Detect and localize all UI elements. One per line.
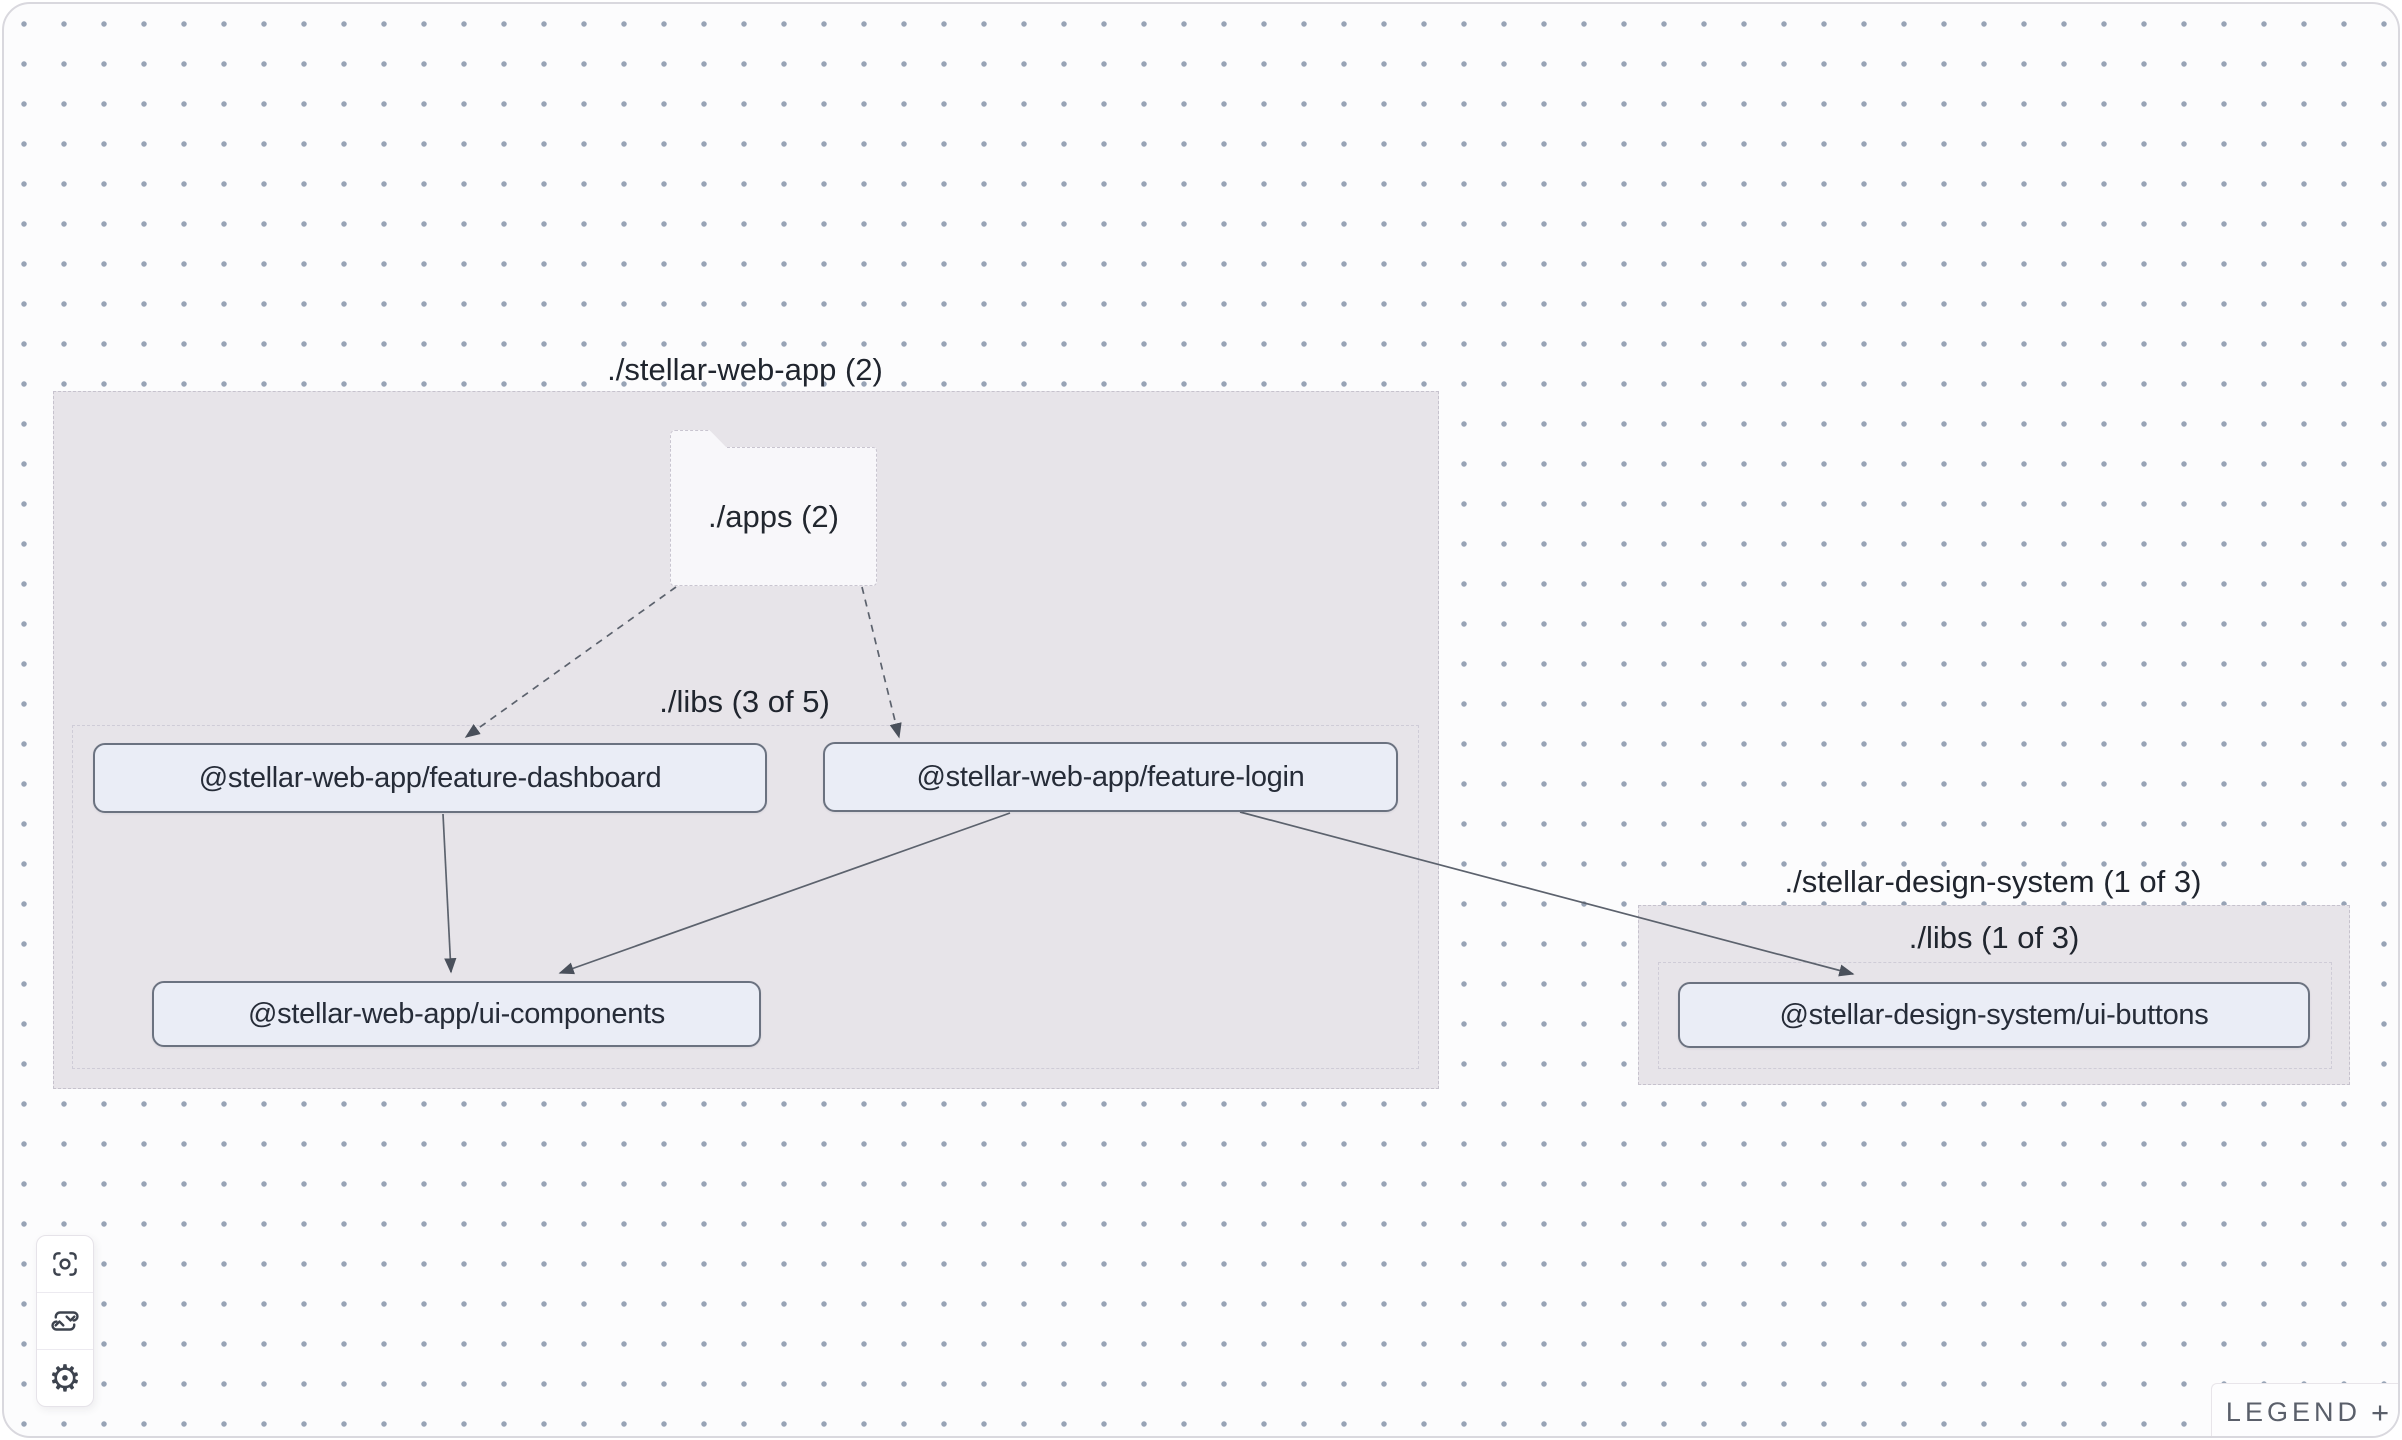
legend-toggle[interactable]: LEGEND + [2211,1383,2398,1436]
focus-icon [53,1252,77,1276]
folder-node-apps[interactable]: ./apps (2) [670,447,877,586]
project-node-label: @stellar-web-app/feature-login [916,760,1305,793]
project-node-feature-dashboard[interactable]: @stellar-web-app/feature-dashboard [93,743,767,813]
legend-label: LEGEND [2225,1397,2361,1427]
folder-node-label: ./apps (2) [708,498,839,534]
project-node-ui-components[interactable]: @stellar-web-app/ui-components [152,981,761,1047]
group-label-stellar-web-app: ./stellar-web-app (2) [607,352,883,387]
project-node-label: @stellar-design-system/ui-buttons [1779,998,2209,1031]
settings-button[interactable]: ⚙ [37,1349,93,1406]
subgroup-design-system-libs [1658,962,2332,1069]
plus-icon: + [2370,1394,2390,1430]
subgroup-label-web-app-libs: ./libs (3 of 5) [659,684,830,719]
gear-icon: ⚙ [48,1356,82,1400]
group-label-stellar-design-system: ./stellar-design-system (1 of 3) [1784,864,2202,899]
project-node-feature-login[interactable]: @stellar-web-app/feature-login [823,742,1398,812]
project-node-label: @stellar-web-app/feature-dashboard [198,761,662,794]
focus-button[interactable] [37,1236,93,1292]
project-node-ui-buttons[interactable]: @stellar-design-system/ui-buttons [1678,982,2310,1048]
project-node-label: @stellar-web-app/ui-components [248,997,665,1030]
refresh-button[interactable] [37,1292,93,1349]
refresh-icon [51,1311,79,1331]
graph-controls-panel: ⚙ [36,1235,94,1407]
subgroup-label-design-system-libs: ./libs (1 of 3) [1908,920,2080,955]
